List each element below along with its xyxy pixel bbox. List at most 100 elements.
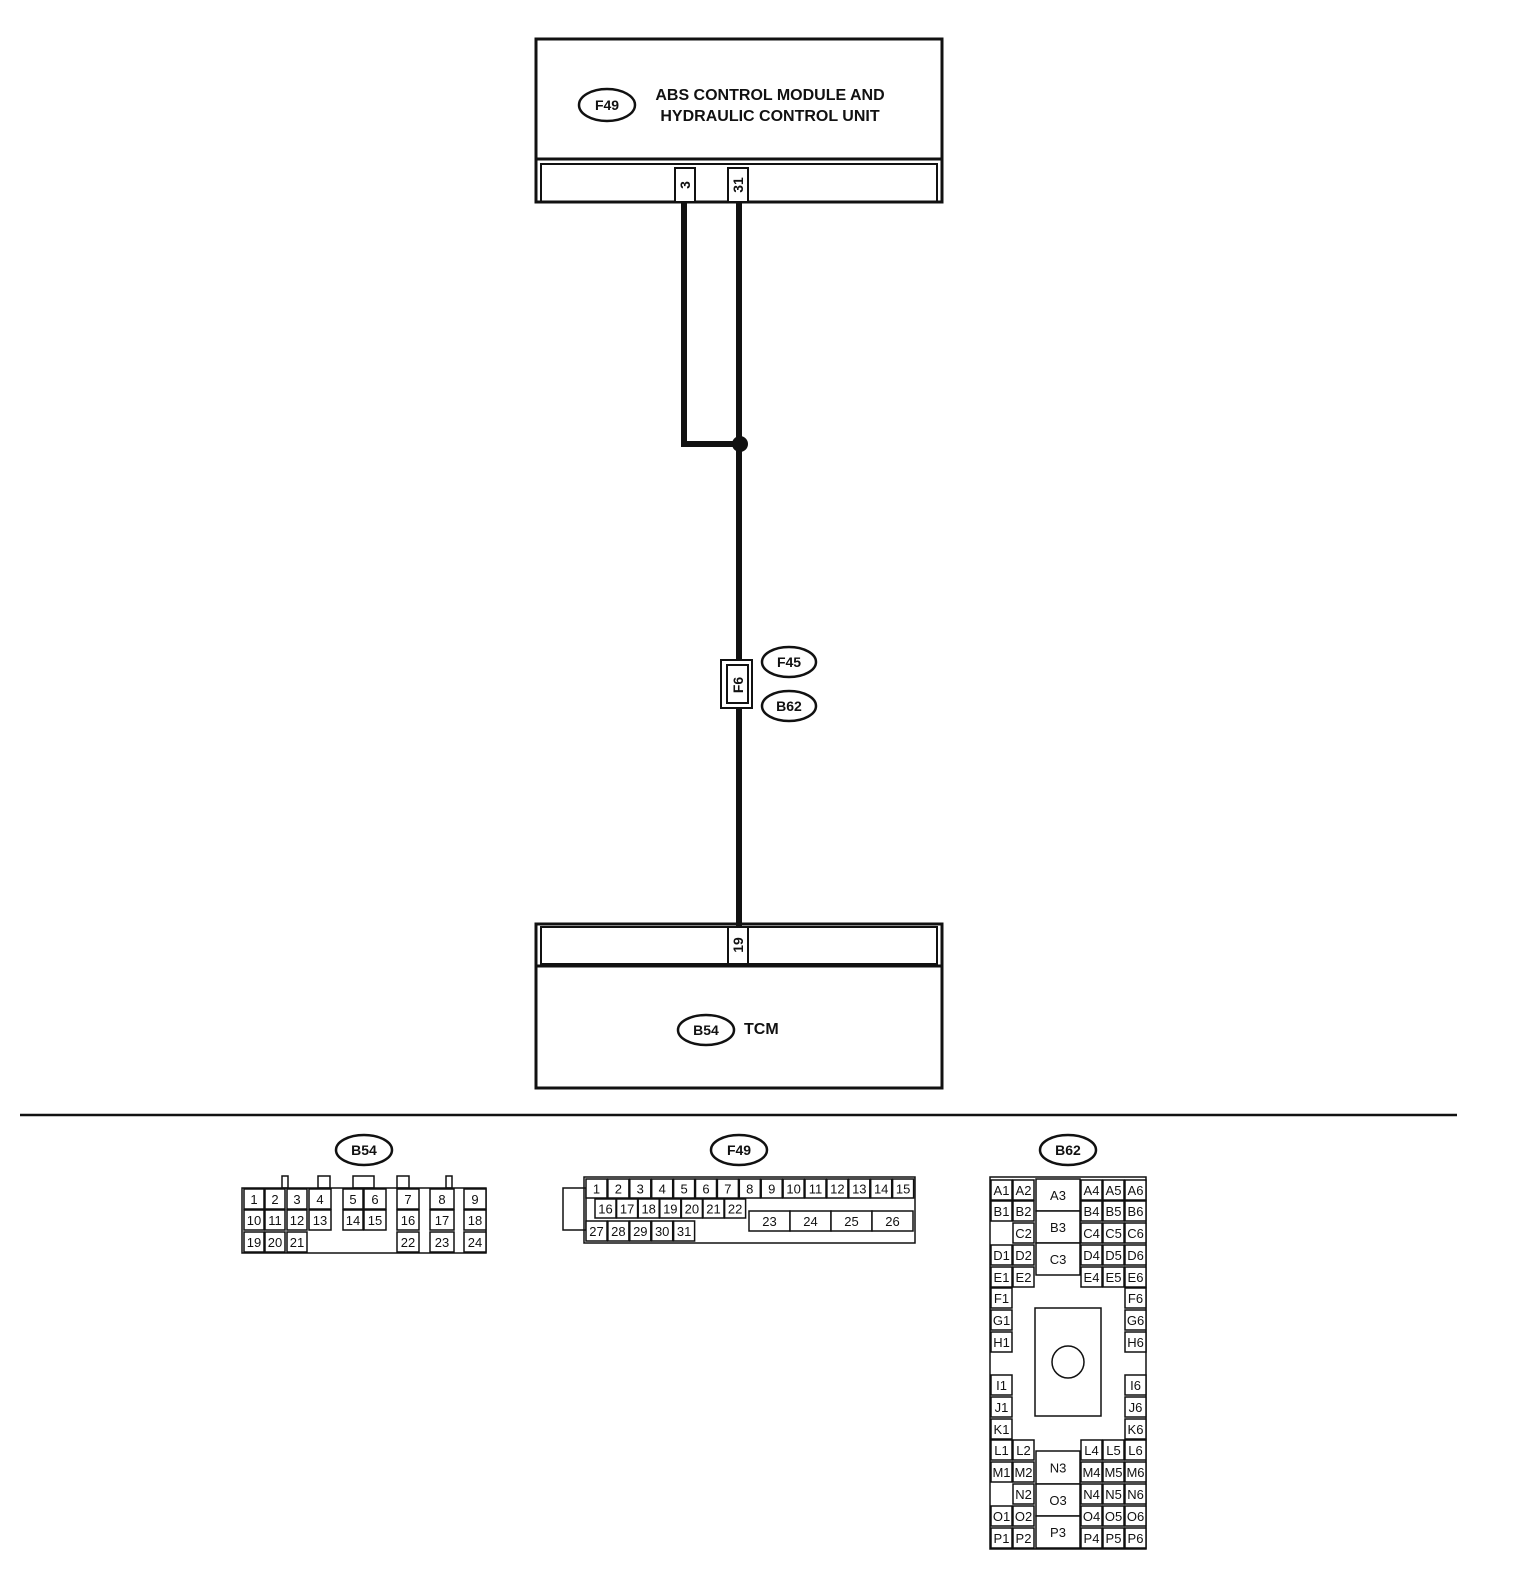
b62-pin-j1: J1 xyxy=(995,1400,1009,1415)
b54-pin-14-cell xyxy=(342,1209,364,1231)
b62-pin-g6: G6 xyxy=(1127,1313,1144,1328)
b54-pin-3-cell xyxy=(286,1188,308,1210)
b54-pin-18: 18 xyxy=(468,1213,482,1228)
b62-pin-l2-cell xyxy=(1012,1439,1035,1461)
b62-pin-n3-cell xyxy=(1035,1450,1081,1485)
b62-pin-h6: H6 xyxy=(1127,1335,1144,1350)
f49-pin-2-cell xyxy=(607,1178,630,1199)
b54-pin-12-cell xyxy=(286,1209,308,1231)
b62-pin-c5: C5 xyxy=(1105,1226,1122,1241)
b54-pin-9-cell xyxy=(463,1188,487,1210)
junction-tag-f45: F45 xyxy=(777,654,801,670)
abs-control-module: F49 ABS CONTROL MODULE AND HYDRAULIC CON… xyxy=(534,37,944,204)
f49-pin-18: 18 xyxy=(641,1202,655,1217)
b62-pin-b3: B3 xyxy=(1050,1220,1066,1235)
b62-pin-a3-cell xyxy=(1035,1178,1081,1212)
b62-pin-b5: B5 xyxy=(1106,1204,1122,1219)
b62-pin-a6: A6 xyxy=(1128,1183,1144,1198)
b54-pin-23: 23 xyxy=(435,1235,449,1250)
b62-pin-j6-cell xyxy=(1124,1396,1147,1418)
b62-pin-f1-cell xyxy=(990,1287,1013,1309)
b62-pin-p3-cell xyxy=(1035,1515,1081,1549)
b62-pin-d5: D5 xyxy=(1105,1248,1122,1263)
b54-pin-3: 3 xyxy=(293,1192,300,1207)
f49-pin-30: 30 xyxy=(655,1224,669,1239)
b62-pin-j6: J6 xyxy=(1129,1400,1143,1415)
junction-tag-b62: B62 xyxy=(776,698,802,714)
b54-pin-10: 10 xyxy=(247,1213,261,1228)
b62-pin-a3: A3 xyxy=(1050,1188,1066,1203)
tcm-title: TCM xyxy=(744,1021,779,1038)
b62-pin-o2-cell xyxy=(1012,1505,1035,1527)
b62-pin-f1: F1 xyxy=(994,1291,1009,1306)
b62-pin-l5: L5 xyxy=(1106,1443,1120,1458)
b54-pin-15-cell xyxy=(363,1209,387,1231)
b62-pin-p2: P2 xyxy=(1016,1531,1032,1546)
b54-face-tag: B54 xyxy=(351,1142,377,1158)
b62-pin-b3-cell xyxy=(1035,1210,1081,1244)
f49-pin-4-cell xyxy=(650,1178,674,1199)
b62-pin-a6-cell xyxy=(1124,1179,1147,1201)
b62-pin-d2: D2 xyxy=(1015,1248,1032,1263)
f49-pin-5-cell xyxy=(672,1178,696,1199)
b62-pin-b1-cell xyxy=(990,1200,1013,1222)
b54-pin-5: 5 xyxy=(349,1192,356,1207)
b54-pin-1: 1 xyxy=(250,1192,257,1207)
b62-pin-h6-cell xyxy=(1124,1331,1147,1353)
b62-pin-l1: L1 xyxy=(994,1443,1008,1458)
f49-pin-7-cell xyxy=(716,1178,740,1199)
b62-pin-d6: D6 xyxy=(1127,1248,1144,1263)
f49-pin-4: 4 xyxy=(659,1182,666,1197)
f49-pin-10-cell xyxy=(782,1178,805,1199)
b62-pin-c6-cell xyxy=(1124,1222,1147,1244)
b54-pin-6-cell xyxy=(363,1188,387,1210)
b54-pin-16-cell xyxy=(396,1209,420,1231)
b62-pin-o1: O1 xyxy=(993,1509,1010,1524)
b62-pin-d2-cell xyxy=(1012,1244,1035,1266)
b62-pin-k6: K6 xyxy=(1128,1422,1144,1437)
f49-pin-15-cell xyxy=(891,1178,915,1199)
b62-pin-h1-cell xyxy=(990,1331,1013,1353)
f49-pin-26-cell xyxy=(871,1210,914,1232)
b62-pin-e5: E5 xyxy=(1106,1270,1122,1285)
f49-pin-29: 29 xyxy=(633,1224,647,1239)
b62-face-tag: B62 xyxy=(1055,1142,1081,1158)
b62-pin-a2-cell xyxy=(1012,1179,1035,1201)
b54-pin-20-cell xyxy=(264,1231,286,1253)
f49-pin-25: 25 xyxy=(844,1214,858,1229)
b62-pin-a1: A1 xyxy=(994,1183,1010,1198)
b62-pin-p4-cell xyxy=(1080,1527,1103,1549)
b54-pin-7: 7 xyxy=(404,1192,411,1207)
b62-pin-l6-cell xyxy=(1124,1439,1147,1461)
b62-pin-a4: A4 xyxy=(1084,1183,1100,1198)
b62-pin-h1: H1 xyxy=(993,1335,1010,1350)
b62-pin-d4-cell xyxy=(1080,1244,1103,1266)
b62-pin-n2-cell xyxy=(1012,1483,1035,1505)
f49-pin-9-cell xyxy=(760,1178,783,1199)
b54-pin-17-cell xyxy=(429,1209,455,1231)
b62-pin-b2: B2 xyxy=(1016,1204,1032,1219)
b62-pin-a1-cell xyxy=(990,1179,1013,1201)
b62-pin-b5-cell xyxy=(1102,1200,1125,1222)
connector-face-tags: B54 F49 B62 xyxy=(334,1133,1098,1167)
b62-pin-f6-cell xyxy=(1124,1287,1147,1309)
b62-pin-a4-cell xyxy=(1080,1179,1103,1201)
b62-pin-n5-cell xyxy=(1102,1483,1125,1505)
b54-pin-12: 12 xyxy=(290,1213,304,1228)
b62-pin-f6: F6 xyxy=(1128,1291,1143,1306)
b54-pin-4-cell xyxy=(308,1188,332,1210)
b62-pin-d1-cell xyxy=(990,1244,1013,1266)
f49-pin-13-cell xyxy=(848,1178,871,1199)
b62-pin-e1: E1 xyxy=(994,1270,1010,1285)
b62-pin-e6: E6 xyxy=(1128,1270,1144,1285)
b62-pin-m1-cell xyxy=(990,1461,1013,1483)
f49-pin-14: 14 xyxy=(874,1182,888,1197)
f49-pin-26: 26 xyxy=(885,1214,899,1229)
f49-pin-11-cell xyxy=(804,1178,827,1199)
f49-pin-19: 19 xyxy=(663,1202,677,1217)
f49-pin-13: 13 xyxy=(852,1182,866,1197)
b62-pin-e1-cell xyxy=(990,1266,1013,1288)
b62-pin-l1-cell xyxy=(990,1439,1013,1461)
b62-pin-p5-cell xyxy=(1102,1527,1125,1549)
